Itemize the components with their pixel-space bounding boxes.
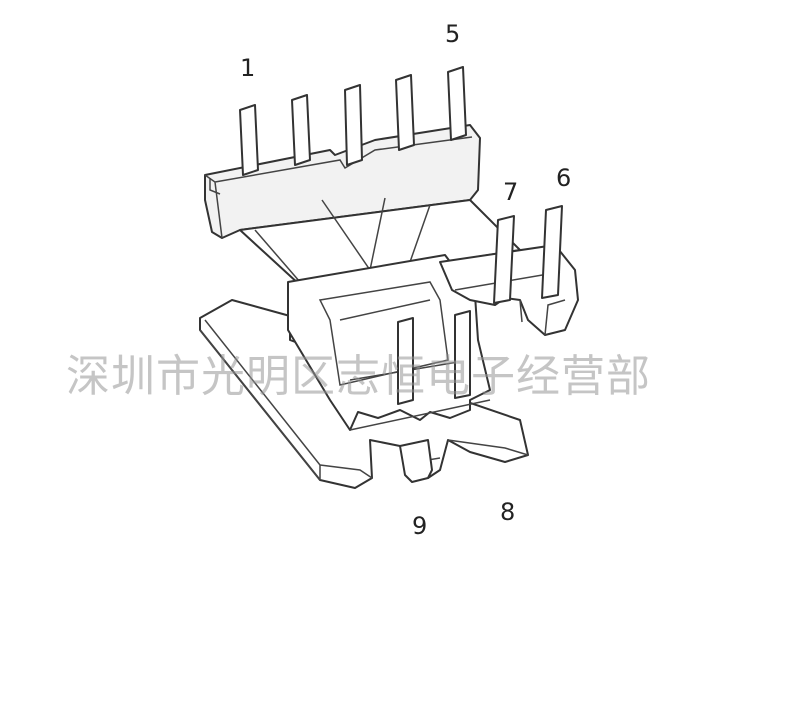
pin-label-8: 8 <box>500 498 516 526</box>
watermark-text: 深圳市光明区志恒电子经营部 <box>66 351 651 402</box>
pin-label-5: 5 <box>445 20 461 48</box>
pin-label-6: 6 <box>556 164 572 192</box>
pin-2-shape <box>291 94 311 166</box>
back-flange <box>204 124 481 239</box>
pin-5-shape <box>447 66 467 141</box>
pin-label-1: 1 <box>240 54 256 82</box>
pin-3-shape <box>344 84 363 166</box>
front-flange <box>287 254 491 431</box>
pin-1-shape <box>239 104 259 176</box>
pin-6-shape <box>541 205 563 299</box>
pin-8-shape <box>454 310 471 399</box>
pins <box>239 66 563 483</box>
pin-7-shape <box>493 215 515 304</box>
pin-label-7: 7 <box>503 178 519 206</box>
pin-9-shape <box>397 317 414 405</box>
pin-tab-shape <box>399 439 433 483</box>
pin-4-shape <box>395 74 415 151</box>
pin-label-9: 9 <box>412 512 428 540</box>
